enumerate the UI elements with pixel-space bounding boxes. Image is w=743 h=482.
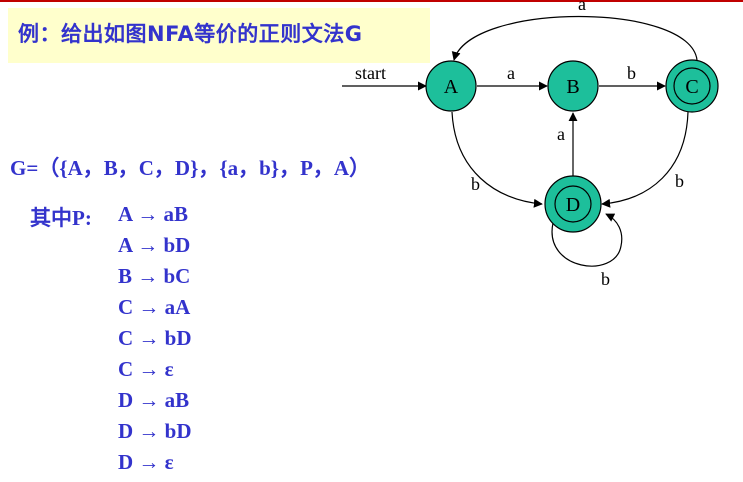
state-d-label: D [566, 194, 580, 216]
state-b: B [547, 60, 599, 112]
state-a: A [425, 60, 477, 112]
production-rule: D → aB [118, 388, 190, 412]
edge-c-to-d-label: b [675, 171, 684, 191]
state-a-label: A [444, 76, 459, 98]
production-rule: B → bC [118, 264, 191, 288]
state-c-label: C [685, 76, 698, 98]
production-rule: C → bD [118, 326, 192, 350]
edge-d-to-b-label: a [557, 124, 565, 144]
production-rule: D → ε [118, 450, 174, 474]
slide-title: 例：给出如图NFA等价的正则文法G [18, 22, 363, 46]
top-rule [0, 0, 743, 2]
production-rule: D → bD [118, 419, 192, 443]
edge-a-to-d-label: b [471, 174, 480, 194]
production-rule: A → aB [118, 202, 189, 226]
state-c-final: C [665, 59, 719, 113]
edge-c-to-d [601, 111, 689, 208]
production-rule: A → bD [118, 233, 191, 257]
productions-label: 其中P: [30, 206, 92, 230]
state-b-label: B [566, 76, 579, 98]
grammar-definition: G=（{A，B，C，D}，{a，b}，P，A） [10, 156, 371, 180]
edge-a-to-b-label: a [507, 63, 515, 83]
production-rule: C → ε [118, 357, 174, 381]
state-d-final: D [544, 175, 602, 233]
edge-a-to-d [451, 111, 543, 208]
production-rule: C → aA [118, 295, 191, 319]
edge-d-self-loop-label: b [601, 269, 610, 289]
edge-c-to-a [451, 16, 698, 61]
start-label: start [355, 63, 386, 83]
edge-c-to-a-label: a [578, 0, 586, 14]
title-highlight [8, 8, 430, 63]
production-list: A → aB A → bD B → bC C → aA C → bD C → ε… [118, 202, 192, 481]
edge-d-self-loop [551, 213, 623, 267]
edge-b-to-c-label: b [627, 63, 636, 83]
